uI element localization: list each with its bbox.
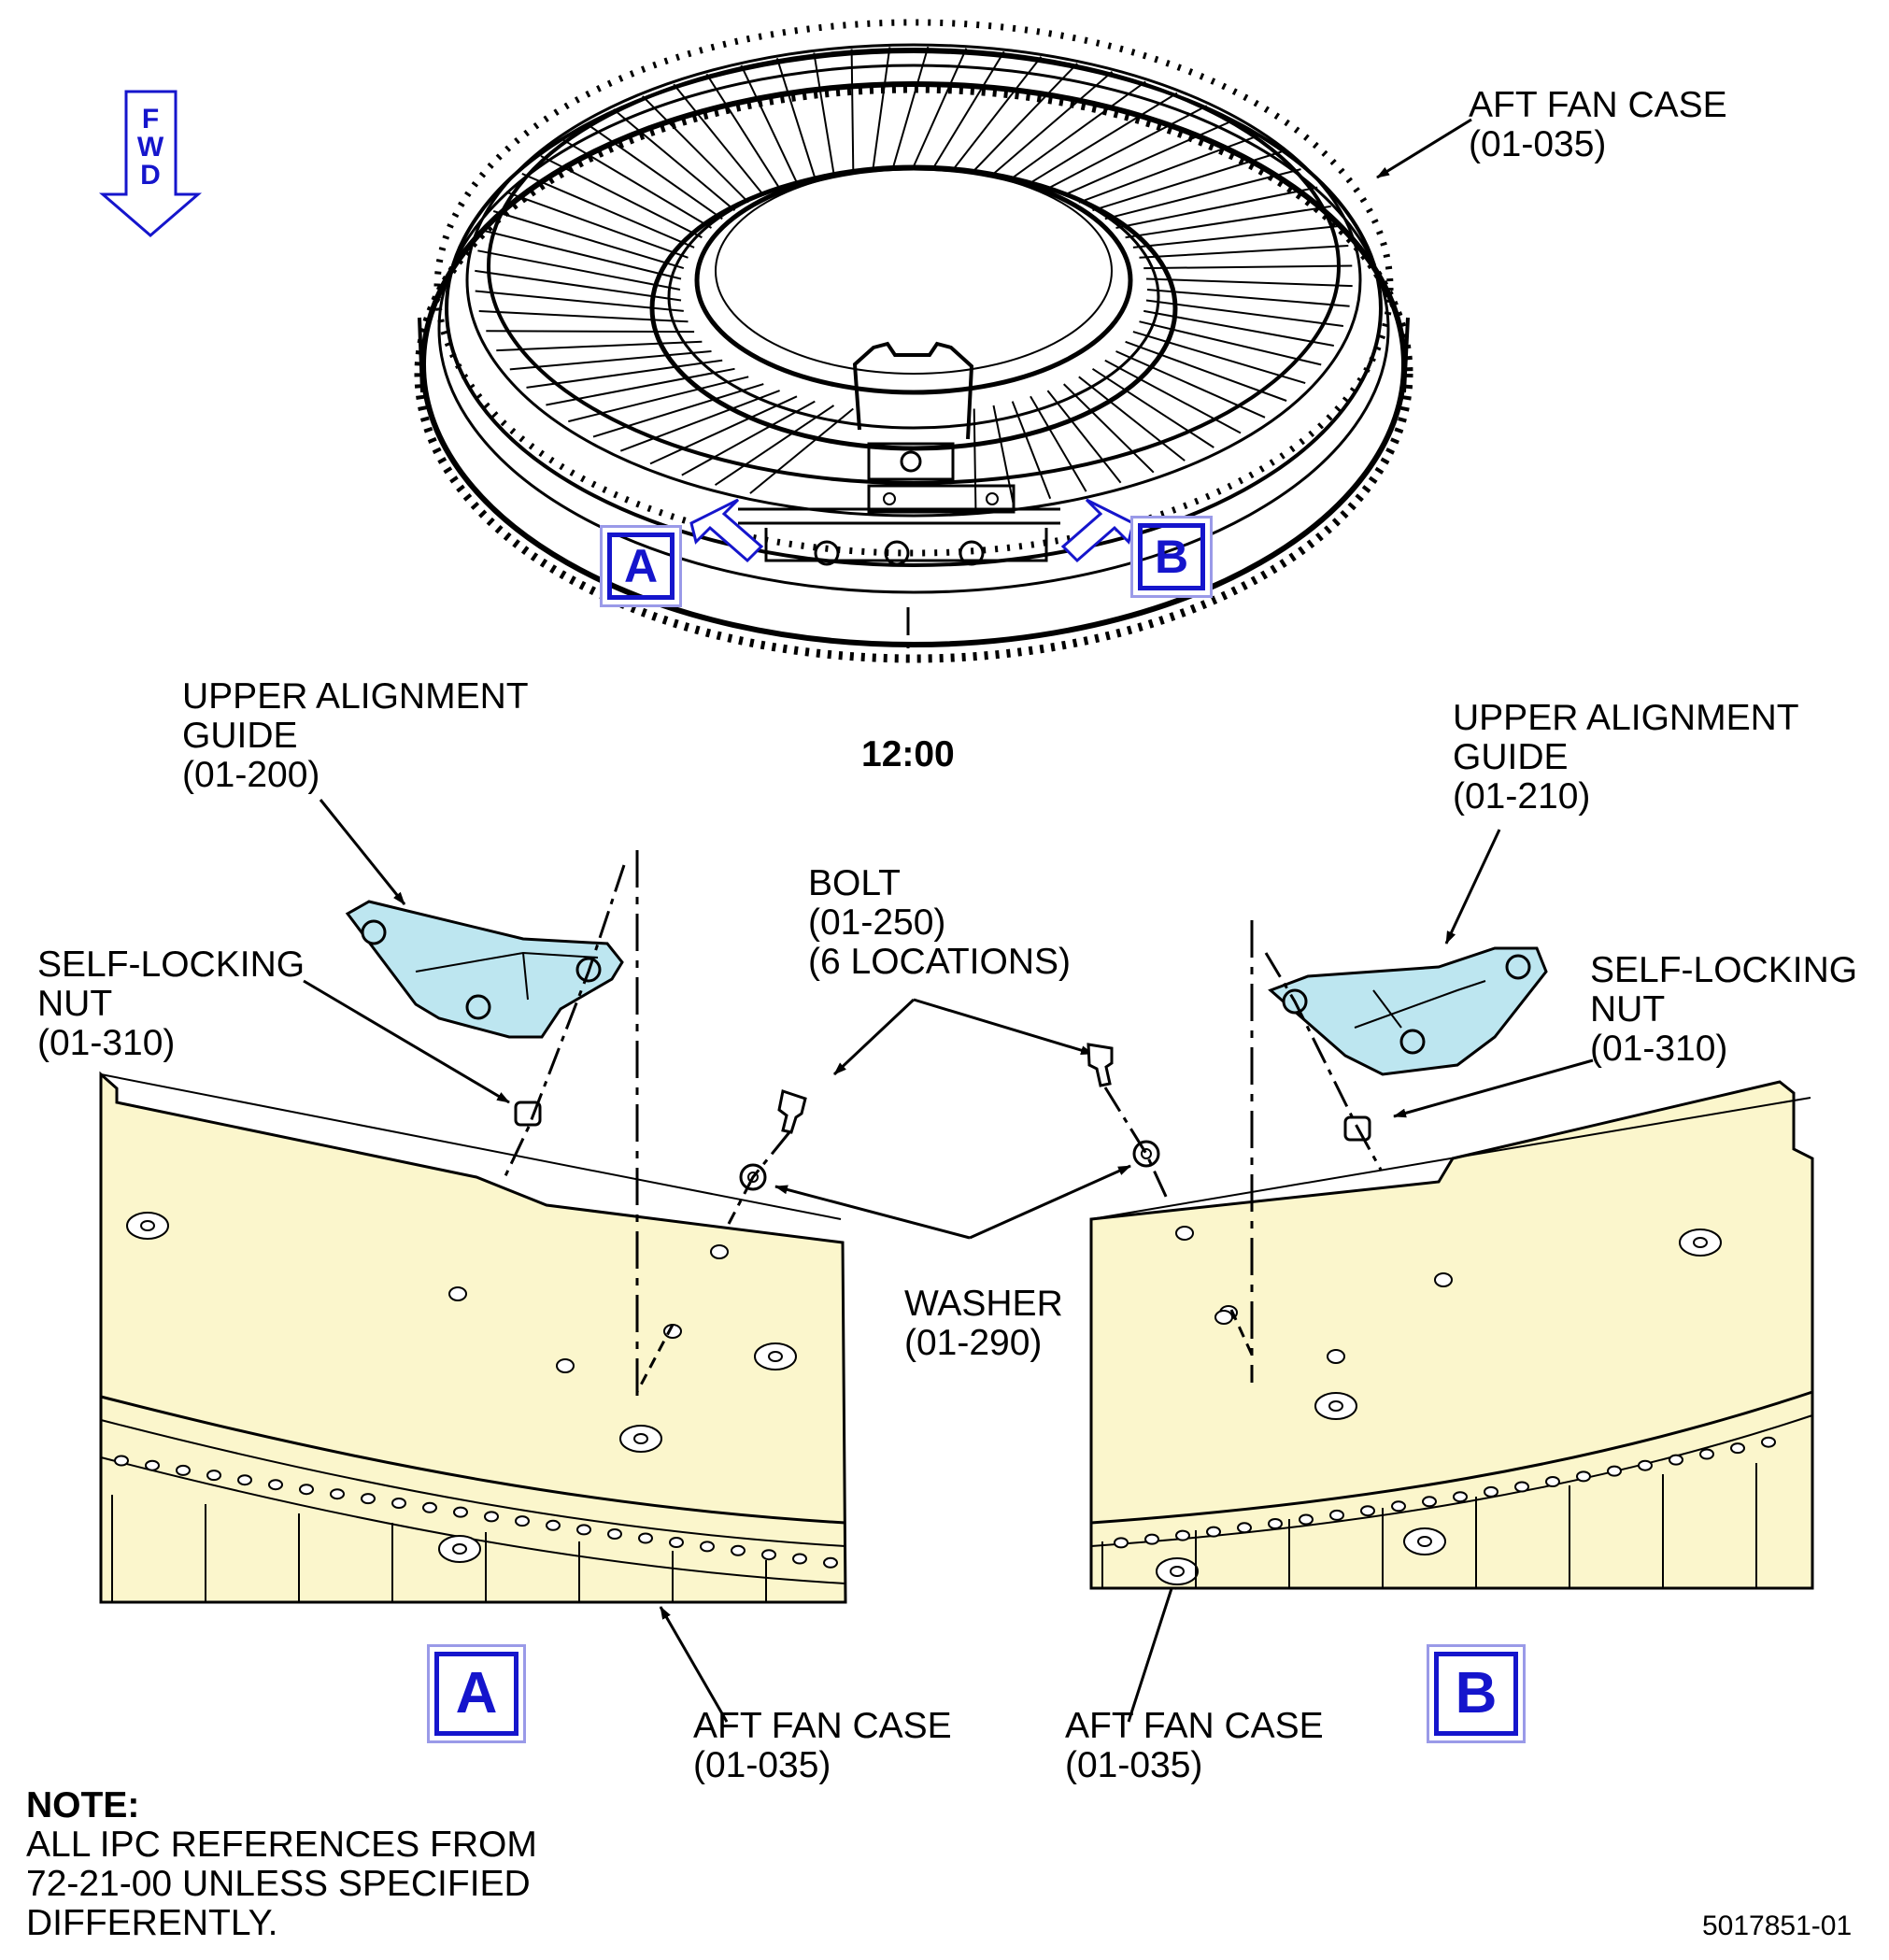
note-line: DIFFERENTLY.: [26, 1903, 278, 1943]
upper-guide-left-label: UPPER ALIGNMENT GUIDE (01-200): [182, 676, 529, 795]
nut-right-label: SELF-LOCKING NUT (01-310): [1590, 950, 1858, 1069]
figure-id: 5017851-01: [1702, 1910, 1853, 1941]
note-line: ALL IPC REFERENCES FROM: [26, 1825, 537, 1865]
fwd-letter-f: F: [141, 104, 160, 135]
washer-right-icon: [1132, 1140, 1160, 1168]
forward-arrow-icon: [98, 90, 203, 237]
view-arrow-b-icon: [1060, 498, 1135, 563]
upper-alignment-guide-left: [345, 900, 624, 1039]
view-arrow-a-icon: [689, 498, 764, 563]
upper-guide-right-label: UPPER ALIGNMENT GUIDE (01-210): [1453, 698, 1799, 817]
aft-fan-case-top-label: AFT FAN CASE (01-035): [1469, 85, 1727, 164]
bolt-right-icon: [1087, 1043, 1114, 1087]
washer-label: WASHER (01-290): [904, 1284, 1063, 1363]
detail-marker-a-view: A: [432, 1649, 521, 1739]
aft-fan-case-assembly: [414, 19, 1413, 663]
clock-position-label: 12:00: [861, 734, 955, 774]
fwd-label: F W D: [132, 106, 169, 190]
note-heading: NOTE:: [26, 1785, 140, 1825]
nut-left-label: SELF-LOCKING NUT (01-310): [37, 944, 305, 1063]
bolt-label: BOLT (01-250) (6 LOCATIONS): [808, 863, 1071, 982]
note-line: 72-21-00 UNLESS SPECIFIED: [26, 1864, 531, 1904]
detail-b-panel: [1089, 1080, 1814, 1590]
note-block: NOTE: ALL IPC REFERENCES FROM 72-21-00 U…: [26, 1786, 537, 1943]
detail-a-panel: [99, 1071, 847, 1604]
detail-marker-b-view: B: [1431, 1649, 1521, 1739]
self-locking-nut-left-icon: [514, 1101, 542, 1127]
upper-alignment-guide-right: [1268, 946, 1548, 1076]
detail-marker-b-top: B: [1135, 520, 1208, 593]
installation-centerlines: [501, 850, 1383, 1397]
fwd-letter-d: D: [140, 160, 161, 191]
bolt-left-icon: [777, 1089, 807, 1134]
aft-fan-case-left-label: AFT FAN CASE (01-035): [693, 1706, 952, 1785]
detail-marker-a-top: A: [604, 530, 677, 603]
aft-fan-case-right-label: AFT FAN CASE (01-035): [1065, 1706, 1324, 1785]
fwd-letter-w: W: [136, 132, 164, 163]
